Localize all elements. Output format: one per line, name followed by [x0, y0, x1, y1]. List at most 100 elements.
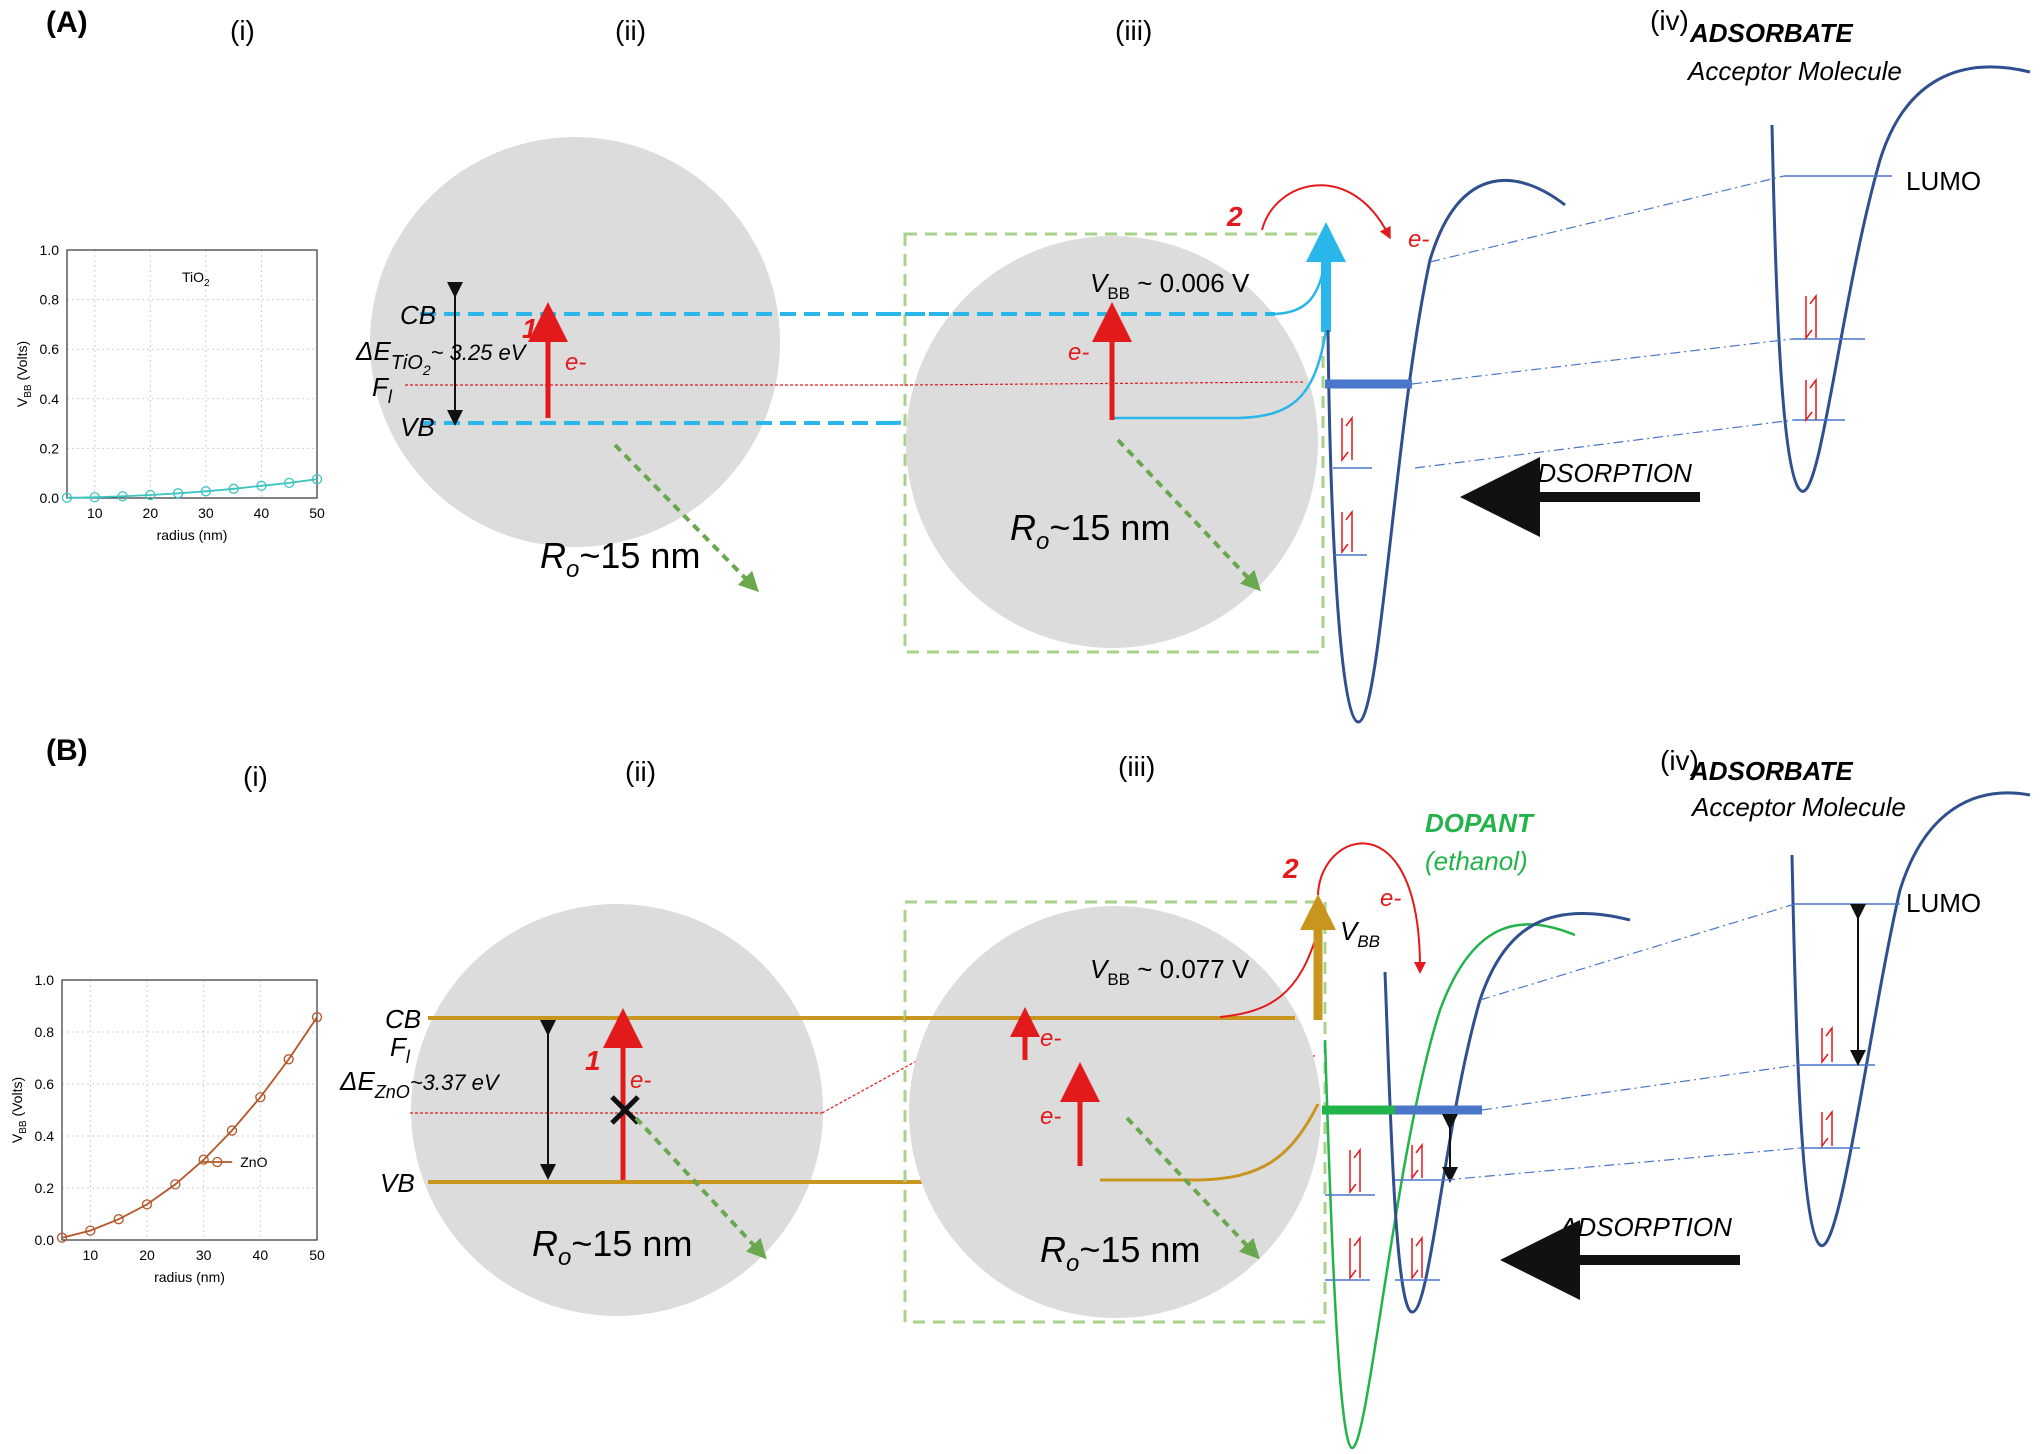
surface-well-a — [1326, 178, 1566, 724]
fermi-line-a-iii — [904, 381, 1306, 386]
data-point — [311, 474, 323, 485]
x-tick-label: 50 — [309, 505, 325, 521]
x-tick-label: 50 — [309, 1247, 325, 1263]
step-1-b: 1 — [585, 1045, 601, 1076]
panel-b: (B) (i) (ii) (iii) (iv) 0.00.20.40.60.81… — [9, 734, 2031, 1450]
series-line — [66, 478, 318, 499]
diffusion-arrow-b-ii — [634, 1116, 767, 1260]
data-point — [198, 1154, 209, 1165]
correlation-line-b-1 — [1481, 1064, 1799, 1111]
electron-pair-b-6 — [1821, 1109, 1833, 1149]
adsorbate-title-a: ADSORBATE — [1689, 18, 1853, 48]
y-tick-label: 1.0 — [40, 242, 60, 258]
series-line — [61, 1016, 318, 1239]
gap-label-a: ΔETiO2~ 3.25 eV — [355, 336, 528, 378]
electron-label-b-ii: e- — [630, 1067, 651, 1094]
vb-label-a: VB — [400, 412, 435, 442]
data-point — [256, 480, 267, 491]
panel-a-label: (A) — [46, 6, 88, 39]
y-tick-label: 0.2 — [40, 440, 60, 456]
data-point — [61, 492, 73, 503]
data-point — [141, 1199, 153, 1210]
electron-label-b-iii-a: e- — [1040, 1025, 1061, 1052]
x-tick-label: 20 — [139, 1247, 155, 1263]
data-point — [117, 491, 128, 502]
radius-label-a-ii: Ro~15 nm — [540, 535, 700, 583]
adsorption-label-b: ADSORPTION — [1558, 1212, 1732, 1242]
panel-b-col-i: (i) — [243, 761, 268, 792]
panel-a-col-ii: (ii) — [615, 15, 646, 46]
plot-frame — [66, 249, 318, 499]
radius-label-b-ii: Ro~15 nm — [532, 1223, 692, 1271]
vb-bend-a — [1110, 329, 1328, 420]
radius-label-a-iii: Ro~15 nm — [1010, 507, 1170, 555]
panel-b-col-iv: (iv) — [1660, 745, 1699, 776]
adsorbate-well-b — [1790, 791, 2031, 1247]
data-point — [284, 477, 295, 489]
fl-label-b: Fl — [390, 1032, 411, 1067]
panel-b-label: (B) — [46, 734, 88, 767]
radius-label-b-iii: Ro~15 nm — [1040, 1229, 1200, 1277]
panel-a: (A) (i) (ii) (iii) (iv) 0.00.20.40.60.81… — [14, 5, 2031, 724]
electron-label-b-iii-b: e- — [1040, 1103, 1061, 1130]
cb-bend-a — [1274, 254, 1328, 316]
plot-frame — [61, 979, 318, 1241]
x-tick-label: 30 — [196, 1247, 212, 1263]
x-tick-label: 20 — [143, 505, 159, 521]
surface-well-b — [1383, 911, 1631, 1314]
vbb-right-label-b: VBB — [1340, 916, 1380, 951]
panel-a-col-i: (i) — [230, 15, 255, 46]
legend-marker — [212, 1156, 223, 1168]
transfer-arrow-b — [1317, 842, 1426, 974]
surface-region-box-a — [903, 232, 1325, 654]
acceptor-label-b: Acceptor Molecule — [1690, 792, 1906, 822]
data-point — [200, 486, 212, 497]
vbb-label-b: VBB ~ 0.077 V — [1090, 954, 1250, 989]
y-tick-label: 0.8 — [40, 292, 60, 308]
electron-pair-a-1 — [1341, 415, 1353, 463]
data-point — [113, 1214, 124, 1225]
panel-b-col-iii: (iii) — [1118, 751, 1155, 782]
acceptor-label-a: Acceptor Molecule — [1686, 56, 1902, 86]
electron-label-a-ii: e- — [565, 349, 586, 376]
y-tick-label: 0.4 — [35, 1128, 55, 1144]
y-tick-label: 0.6 — [35, 1076, 55, 1092]
nanoparticle-b-ii — [411, 904, 823, 1316]
step-2-b: 2 — [1282, 853, 1299, 884]
data-point — [89, 492, 100, 503]
data-point — [283, 1054, 294, 1065]
electron-pair-b-5 — [1821, 1025, 1833, 1065]
correlation-line-b-3 — [1479, 903, 1796, 1001]
electron-pair-b-1 — [1349, 1147, 1361, 1195]
electron-pair-a-4 — [1805, 377, 1817, 423]
data-point — [172, 488, 184, 499]
cb-label-b: CB — [385, 1004, 421, 1034]
y-tick-label: 0.8 — [35, 1024, 55, 1040]
y-tick-label: 0.6 — [40, 341, 60, 357]
lumo-label-b: LUMO — [1906, 888, 1981, 918]
chart-annotation: TiO2 — [182, 269, 210, 289]
data-point — [145, 489, 156, 501]
panel-a-col-iv: (iv) — [1650, 5, 1689, 36]
correlation-line-b-2 — [1444, 1147, 1801, 1181]
adsorbate-well-a — [1770, 65, 2031, 493]
vb-bend-b — [1100, 1103, 1320, 1182]
data-point — [226, 1125, 238, 1136]
y-axis-label: VBB (Volts) — [14, 341, 34, 407]
electron-label-a-iii: e- — [1068, 339, 1089, 366]
step-1-a: 1 — [522, 313, 538, 344]
y-tick-label: 0.4 — [40, 391, 60, 407]
lumo-label-a: LUMO — [1906, 166, 1981, 196]
correlation-line-a-1 — [1411, 338, 1793, 385]
x-tick-label: 10 — [87, 505, 103, 521]
adsorption-label-a: ADSORPTION — [1518, 458, 1692, 488]
x-tick-label: 30 — [198, 505, 214, 521]
fl-label-a: Fl — [372, 372, 393, 407]
legend-label: ZnO — [240, 1154, 267, 1170]
data-point — [255, 1092, 266, 1103]
x-axis-label: radius (nm) — [157, 527, 228, 543]
correlation-line-a-3 — [1429, 175, 1785, 263]
